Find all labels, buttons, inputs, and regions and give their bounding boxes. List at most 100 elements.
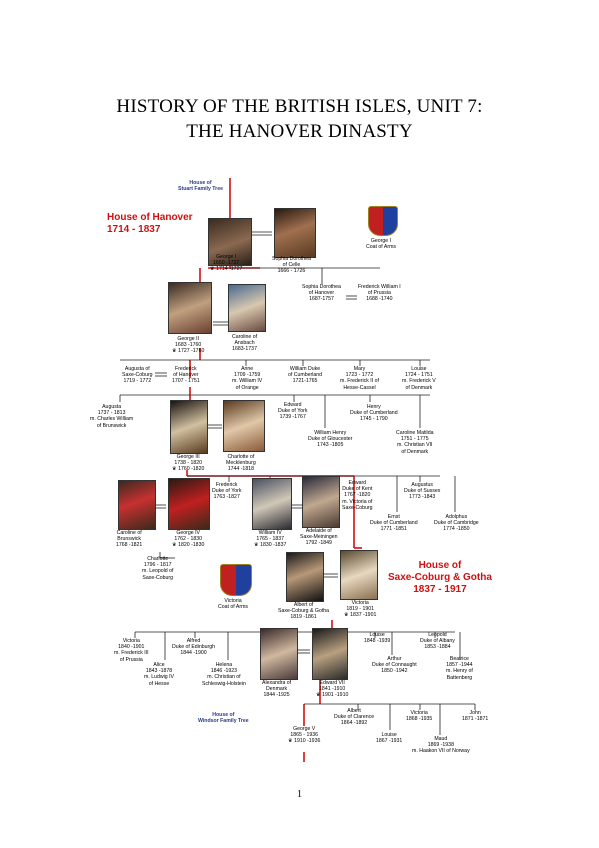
person-name: Henry	[366, 404, 381, 410]
person-detail: Duke of York	[212, 488, 242, 495]
person-name: Augustus	[411, 482, 433, 488]
person-dates: 1844 -1900	[180, 650, 207, 657]
person-reign: ♛ 1910 -1936	[288, 738, 321, 745]
person-dates: 1819 - 1901	[346, 606, 375, 613]
person-dates: 1683 -1760	[175, 342, 202, 349]
person-name: William Henry	[314, 430, 347, 436]
person-dates: 1819 -1861	[290, 614, 317, 621]
person-reign: ♛ 1820 -1830	[172, 542, 205, 549]
person-detail: of Prussia	[119, 656, 143, 663]
albert-portrait	[286, 552, 324, 602]
hanover-title-line2: 1714 - 1837	[107, 224, 161, 235]
person-dates: 1767 -1820	[344, 492, 371, 499]
arms-label-line: Coat of Arms	[366, 244, 396, 251]
person-detail: Duke of Clarence	[334, 714, 375, 721]
person-name: Alexandra of	[262, 680, 292, 686]
person-detail: Duke of Cumberland	[350, 410, 398, 417]
person-dates: 1744 -1818	[227, 466, 254, 473]
caroline-ansbach-portrait	[228, 284, 266, 332]
person-name: Louise	[411, 366, 427, 372]
person-dates: 1660 -1727	[213, 260, 240, 267]
person-name: Frederick William I	[358, 284, 401, 290]
person-name: Alice	[153, 662, 165, 668]
person-detail: Duke of Albany	[420, 638, 455, 645]
person-dates: 1724 - 1751	[405, 372, 433, 379]
george1-portrait	[208, 218, 252, 266]
person-detail: of Denmark	[401, 448, 429, 455]
person-dates: 1848 -1939	[364, 638, 391, 645]
person-dates: 1765 - 1837	[256, 536, 285, 543]
person-dates: 1745 - 1790	[359, 416, 388, 423]
person-dates: 1707 - 1751	[172, 378, 200, 385]
george4-portrait	[168, 478, 210, 530]
person-detail: Ansbach	[234, 340, 255, 347]
person-dates: 1721-1765	[292, 378, 318, 385]
windsor-link-line2: Windsor Family Tree	[198, 718, 249, 725]
person-name: Frederick	[175, 366, 197, 372]
person-detail: m. Haakon VII of Norway	[412, 748, 470, 755]
person-detail: Duke of Cambridge	[434, 520, 479, 527]
person-dates: 1792 -1849	[305, 540, 332, 547]
person-name: George II	[177, 336, 199, 342]
george3-portrait	[170, 400, 208, 454]
person-name: Victoria	[351, 600, 369, 606]
person-detail: m. Charles William	[90, 416, 134, 423]
person-dates: 1719 - 1772	[123, 378, 152, 385]
person-detail: Duke of York	[278, 408, 308, 415]
person-detail: m. Frederick III	[114, 650, 149, 657]
windsor-link-line1: House of	[212, 712, 235, 718]
person-dates: 1763 -1827	[213, 494, 240, 501]
person-detail: Battenberg	[446, 674, 473, 681]
person-dates: 1774 -1850	[443, 526, 470, 533]
person-reign: ♛ 1760 -1820	[172, 466, 205, 473]
person-name: Maud	[434, 736, 448, 742]
person-dates: 1683-1737	[232, 346, 257, 353]
person-dates: 1865 - 1936	[290, 732, 319, 739]
person-detail: of Cumberland	[288, 372, 323, 379]
person-name: Louise	[381, 732, 397, 738]
page-title-line2: THE HANOVER DINASTY	[186, 121, 413, 142]
page-number: 1	[297, 789, 302, 800]
person-detail: Saxe-Coburg & Gotha	[278, 608, 330, 615]
arms-label-line: Victoria	[224, 598, 242, 604]
arms-label-line: George I	[370, 238, 392, 244]
person-detail: Saxe-Coburg	[342, 504, 373, 511]
person-dates: 1869 -1938	[427, 742, 454, 749]
person-name: Anne	[241, 366, 254, 372]
person-name: Victoria	[410, 710, 428, 716]
stuart-family-tree-link[interactable]: House of Stuart Family Tree	[178, 180, 223, 192]
person-name: Sophia Dorothea	[272, 256, 311, 262]
person-name: Sophia Dorothea	[302, 284, 341, 290]
person-name: Charlotte of	[227, 454, 255, 460]
person-reign: ♛ 1901 -1910	[316, 692, 349, 699]
person-detail: Duke of Edinburgh	[172, 644, 215, 651]
person-detail: Mecklenburg	[226, 460, 256, 467]
person-detail: of Hanover	[308, 290, 335, 297]
sophia-dorothea-portrait	[274, 208, 316, 258]
person-name: John	[469, 710, 481, 716]
person-dates: 1850 -1942	[381, 668, 408, 675]
person-detail: Saxe-Coburg	[142, 574, 173, 581]
windsor-family-tree-link[interactable]: House of Windsor Family Tree	[198, 712, 249, 724]
person-detail: m. Henry of	[446, 668, 473, 675]
person-name: Charlotte	[147, 556, 169, 562]
person-detail: of Orange	[235, 384, 259, 391]
person-name: Ernst	[387, 514, 400, 520]
person-dates: 1666 - 1726	[277, 268, 306, 275]
person-dates: 1771 -1851	[380, 526, 407, 533]
saxe-title-line3: 1837 - 1917	[413, 584, 467, 595]
